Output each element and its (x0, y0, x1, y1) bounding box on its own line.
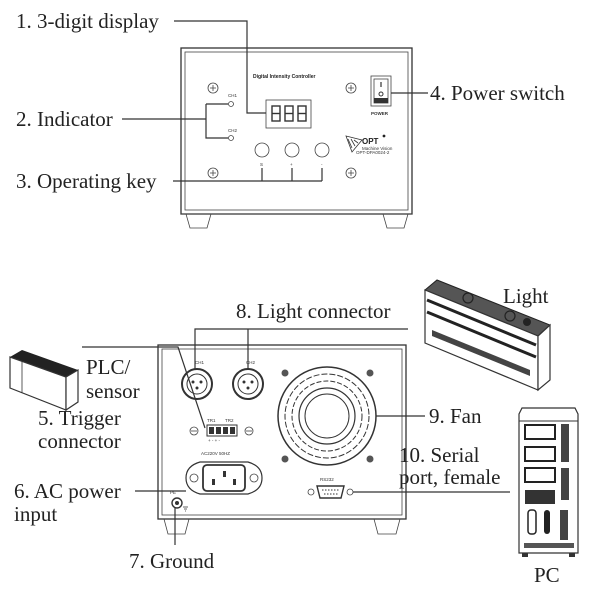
rear-foot-left (163, 518, 190, 535)
rear-panel: CH1 CH2 TR1 TR2 + - + - AC220V 50HZ (157, 344, 407, 535)
plc-label-line1: PLC/ (86, 355, 131, 379)
key-minus-button[interactable] (314, 142, 330, 158)
pc-device (518, 407, 579, 557)
ac-rating: AC220V 50HZ (201, 451, 230, 456)
front-foot-left (185, 213, 212, 229)
power-label: POWER (371, 111, 389, 116)
screw-icon (366, 455, 374, 463)
pc-label: PC (534, 563, 560, 587)
opt-logo: OPT Machine Vision OPT-DPA0024-2 (345, 134, 393, 155)
front-panel-inner (184, 51, 409, 211)
rear-ch1-label: CH1 (195, 360, 204, 365)
svg-text:Machine Vision: Machine Vision (362, 146, 393, 151)
callout-keys: 3. Operating key (16, 169, 157, 193)
callout-ac-line2: input (14, 502, 57, 526)
light-connector-ch1[interactable] (181, 368, 213, 400)
screw-icon (207, 82, 219, 94)
callout-line-keys (173, 168, 323, 182)
ground-label: PE (170, 490, 176, 495)
screw-icon (281, 455, 289, 463)
fan-grille (277, 366, 377, 466)
three-digit-display (265, 99, 312, 129)
callout-line-light-connector (194, 328, 408, 369)
callout-line-trigger (82, 346, 206, 429)
rear-panel-inner (161, 348, 403, 516)
light-device (424, 279, 551, 392)
serial-label: RS232 (320, 477, 334, 482)
trigger-2-label: TR2 (225, 418, 234, 423)
screw-icon (345, 82, 357, 94)
key-plus-button[interactable] (284, 142, 300, 158)
trigger-1-label: TR1 (207, 418, 216, 423)
callout-trigger-line1: 5. Trigger (38, 406, 121, 430)
callout-light-connector: 8. Light connector (236, 299, 391, 323)
indicator-ch1-label: CH1 (228, 93, 237, 98)
plc-sensor-device (9, 350, 79, 412)
callout-indicator: 2. Indicator (16, 107, 113, 131)
key-minus-label: - (321, 162, 323, 167)
callout-ac-line1: 6. AC power (14, 479, 121, 503)
screw-icon (281, 369, 289, 377)
key-set-label: S (260, 162, 263, 167)
callout-trigger-line2: connector (38, 429, 121, 453)
seven-segment-digits (271, 105, 307, 122)
callout-serial-line1: 10. Serial (399, 443, 480, 467)
front-foot-right (382, 213, 409, 229)
callout-line-display (174, 20, 266, 114)
screw-icon (189, 426, 199, 436)
callout-display: 1. 3-digit display (16, 9, 159, 33)
screw-icon (244, 426, 254, 436)
key-set-button[interactable] (254, 142, 270, 158)
screw-icon (345, 167, 357, 179)
ground-terminal[interactable] (171, 497, 188, 512)
ac-power-inlet[interactable] (185, 461, 263, 495)
light-label: Light (503, 284, 549, 308)
light-connector-ch2[interactable] (232, 368, 264, 400)
front-panel-outer (180, 47, 413, 215)
callout-fan: 9. Fan (429, 404, 482, 428)
svg-text:OPT: OPT (362, 137, 379, 146)
key-plus-label: + (290, 162, 293, 167)
indicator-ch1-led (228, 101, 234, 107)
screw-icon (207, 167, 219, 179)
rear-foot-right (373, 518, 401, 535)
callout-ground: 7. Ground (129, 549, 215, 573)
indicator-ch2-led (228, 135, 234, 141)
plc-label-line2: sensor (86, 379, 140, 403)
svg-text:OPT-DPA0024-2: OPT-DPA0024-2 (356, 150, 390, 155)
screw-icon (366, 369, 374, 377)
serial-port[interactable] (307, 485, 354, 499)
indicator-ch2-label: CH2 (228, 128, 237, 133)
front-title: Digital Intensity Controller (253, 74, 316, 80)
callout-serial-line2: port, female (399, 465, 500, 489)
trigger-pins: + - + - (208, 438, 221, 443)
trigger-connector[interactable] (206, 424, 238, 437)
callout-power: 4. Power switch (430, 81, 565, 105)
power-switch[interactable] (370, 75, 392, 107)
rear-ch2-label: CH2 (246, 360, 255, 365)
callout-line-indicator (122, 103, 228, 139)
front-panel: Digital Intensity Controller CH1 CH2 S +… (180, 47, 413, 229)
